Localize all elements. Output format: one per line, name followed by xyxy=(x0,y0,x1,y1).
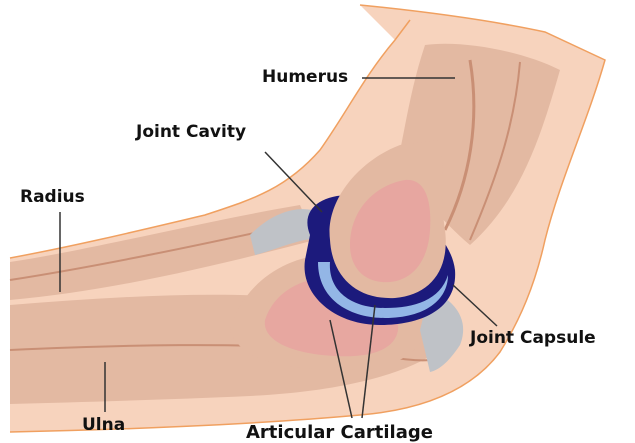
label-articular-cartilage: Articular Cartilage xyxy=(246,424,433,442)
label-radius: Radius xyxy=(20,189,85,206)
label-joint-capsule: Joint Capsule xyxy=(470,330,596,347)
label-ulna: Ulna xyxy=(82,417,125,434)
label-humerus: Humerus xyxy=(262,69,348,86)
label-joint-cavity: Joint Cavity xyxy=(136,124,246,141)
